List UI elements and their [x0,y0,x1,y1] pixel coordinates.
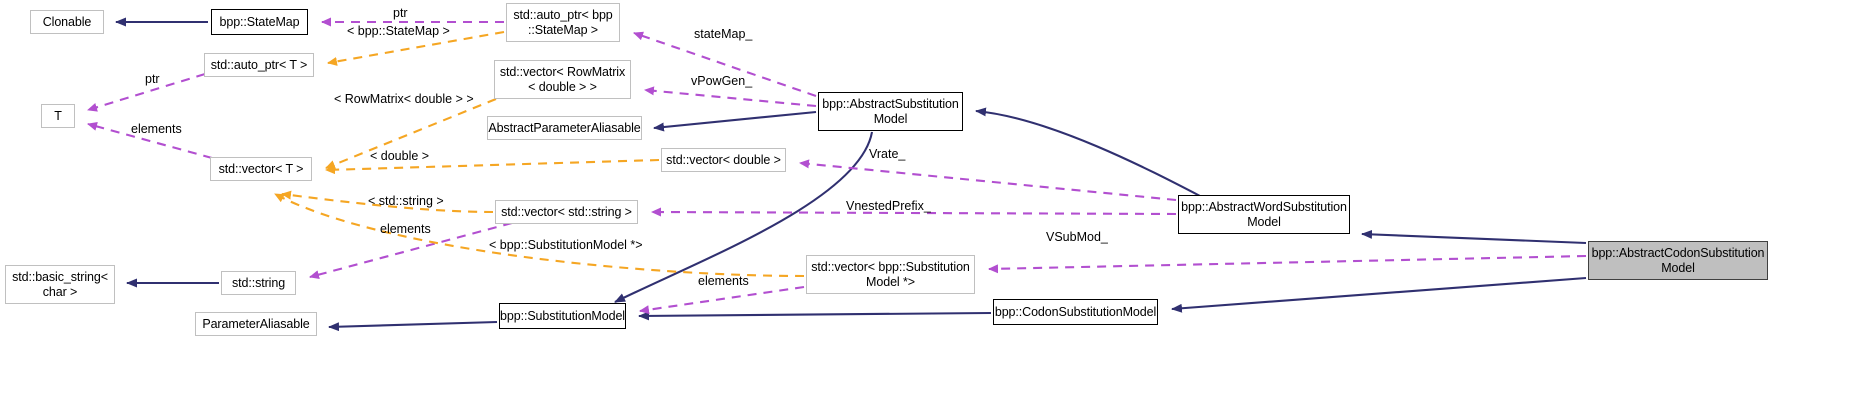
lbl-statemap-member: stateMap_ [694,27,753,41]
node-autoptr_statemap[interactable]: std::auto_ptr< bpp ::StateMap > [506,3,620,42]
edge-vectorsubstmodelptr-vectort [274,193,805,278]
lbl-vnestedprefix: VnestedPrefix_ [846,199,931,213]
edge-vectordouble-vectort [325,158,660,175]
edge-substmodel-parameteraliasable [328,320,498,332]
edge-abstractcodon-codonsubst [1171,276,1587,313]
lbl-elements-substmodel: elements [698,274,749,288]
edge-codonsubst-substmodel [638,311,992,321]
node-abstractparamalias[interactable]: AbstractParameterAliasable [487,116,642,140]
edge-vectorrowmatrix-vectort [325,98,497,169]
node-t[interactable]: T [41,104,75,128]
node-abstractwordsubst[interactable]: bpp::AbstractWordSubstitution Model [1178,195,1350,234]
edge-abstractword-abstractsubst [975,107,1201,197]
edge-abstractsubst-vectorrowmatrix [644,86,817,108]
edge-abstractword-vectorstring [651,207,1177,217]
node-vector_rowmatrix[interactable]: std::vector< RowMatrix < double > > [494,60,631,99]
lbl-tpl-stdstring: < std::string > [368,194,444,208]
template-edges [274,30,805,278]
node-substmodel[interactable]: bpp::SubstitutionModel [499,303,626,329]
node-basic_string[interactable]: std::basic_string< char > [5,265,115,304]
node-vector_t[interactable]: std::vector< T > [210,157,312,181]
edge-abstractsubst-autoptrstatemap [633,31,817,97]
edge-autoptrt-t [87,72,206,112]
node-clonable[interactable]: Clonable [30,10,104,34]
lbl-elements-t: elements [131,122,182,136]
lbl-ptr-t: ptr [145,72,160,86]
edge-abstractsubst-abstractparamalias [653,110,817,132]
node-autoptr_t[interactable]: std::auto_ptr< T > [204,53,314,77]
lbl-elements-string: elements [380,222,431,236]
edge-vectorstring-vectort [281,190,494,214]
lbl-tpl-substmodelptr: < bpp::SubstitutionModel *> [489,238,643,252]
lbl-tpl-double: < double > [370,149,430,163]
node-abstractcodonsubst[interactable]: bpp::AbstractCodonSubstitution Model [1588,241,1768,280]
node-vector_double[interactable]: std::vector< double > [661,148,786,172]
edge-vectort-t [87,122,213,160]
usage-edges [87,17,1587,315]
lbl-vpowgen: vPowGen_ [691,74,753,88]
node-parameteraliasable[interactable]: ParameterAliasable [195,312,317,336]
edge-abstractsubst-substmodel [614,131,874,303]
edge-vectorstring-stdstring [309,221,513,280]
inheritance-edges [115,17,1587,332]
edge-abstractword-vectordouble [799,159,1177,202]
node-statemap[interactable]: bpp::StateMap [211,9,308,35]
node-vector_substmodelptr[interactable]: std::vector< bpp::Substitution Model *> [806,255,975,294]
node-vector_string[interactable]: std::vector< std::string > [495,200,638,224]
node-std_string[interactable]: std::string [221,271,296,295]
edge-abstractcodon-vectorsubstmodelptr [988,254,1587,274]
lbl-vrate: Vrate_ [869,147,906,161]
lbl-vsubmod: VSubMod_ [1046,230,1108,244]
node-codonsubstmodel[interactable]: bpp::CodonSubstitutionModel [993,299,1158,325]
lbl-tpl-rowmatrix: < RowMatrix< double > > [334,92,474,106]
lbl-ptr-statemap: ptr [393,6,408,20]
node-abstractsubstmodel[interactable]: bpp::AbstractSubstitution Model [818,92,963,131]
edge-vectorsubstmodelptr-substmodel [639,285,805,315]
edge-abstractcodon-abstractword [1361,229,1587,245]
lbl-tpl-statemap: < bpp::StateMap > [347,24,450,38]
edge-autoptrstatemap-autoptrt [327,30,505,66]
